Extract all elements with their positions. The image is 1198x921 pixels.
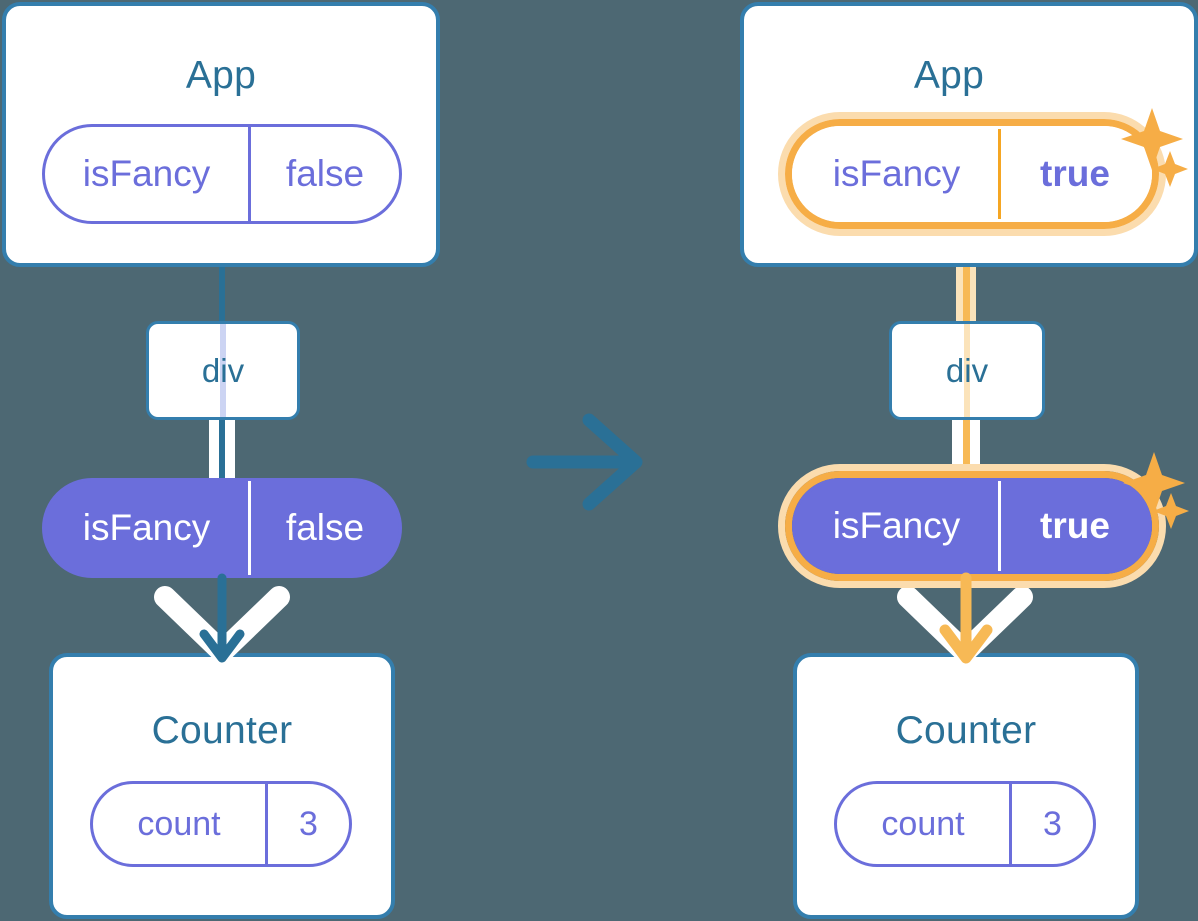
pill-divider <box>1009 784 1012 864</box>
state-pill-value: 3 <box>1043 804 1062 843</box>
props-pill-value: false <box>285 507 365 548</box>
props-pill-value: true <box>1040 505 1110 546</box>
page-title-app-right: App <box>913 54 985 97</box>
state-thread-through-div-right <box>964 324 970 417</box>
flow-arrow-down-left <box>199 573 245 663</box>
flow-wings-left <box>154 586 290 663</box>
state-pill-value: false <box>285 153 365 194</box>
connector-div-to-props-right <box>963 418 970 484</box>
page-title-counter-right: Counter <box>895 709 1037 752</box>
props-pill-name: isFancy <box>82 507 211 548</box>
flow-wings-right <box>897 586 1033 663</box>
pill-divider <box>248 127 251 221</box>
state-pill-name: count <box>881 804 965 843</box>
state-thread-through-div-left <box>220 324 226 417</box>
state-pill-counter-left[interactable]: count 3 <box>90 781 352 867</box>
pill-divider <box>998 481 1001 571</box>
page-title-app-left: App <box>185 54 257 97</box>
pill-divider <box>265 784 268 864</box>
arrow-right-icon <box>526 413 643 511</box>
pill-divider <box>248 481 251 575</box>
element-label-div-left: div <box>201 351 245 389</box>
state-pill-name: isFancy <box>832 153 961 194</box>
props-pill-name: isFancy <box>832 505 961 546</box>
state-pill-counter-right[interactable]: count 3 <box>834 781 1096 867</box>
connector-app-to-div-left <box>219 265 225 323</box>
pill-divider <box>998 129 1001 219</box>
page-title-counter-left: Counter <box>151 709 293 752</box>
props-pill-right[interactable]: isFancy true <box>792 478 1152 574</box>
state-pill-app-left[interactable]: isFancy false <box>42 124 402 224</box>
state-thread-right-upper <box>963 222 970 323</box>
element-box-div-left[interactable]: div <box>146 321 300 420</box>
props-pill-left[interactable]: isFancy false <box>42 478 402 578</box>
element-label-div-right: div <box>945 351 989 389</box>
state-pill-name: count <box>137 804 221 843</box>
flow-arrow-down-right <box>939 572 993 664</box>
state-pill-app-right[interactable]: isFancy true <box>792 126 1152 222</box>
element-box-div-right[interactable]: div <box>889 321 1045 420</box>
state-pill-value: true <box>1040 153 1110 194</box>
state-pill-name: isFancy <box>82 153 211 194</box>
state-pill-value: 3 <box>299 804 318 843</box>
sparkle-small-icon <box>1153 493 1189 529</box>
connector-div-to-props-left <box>219 418 225 484</box>
